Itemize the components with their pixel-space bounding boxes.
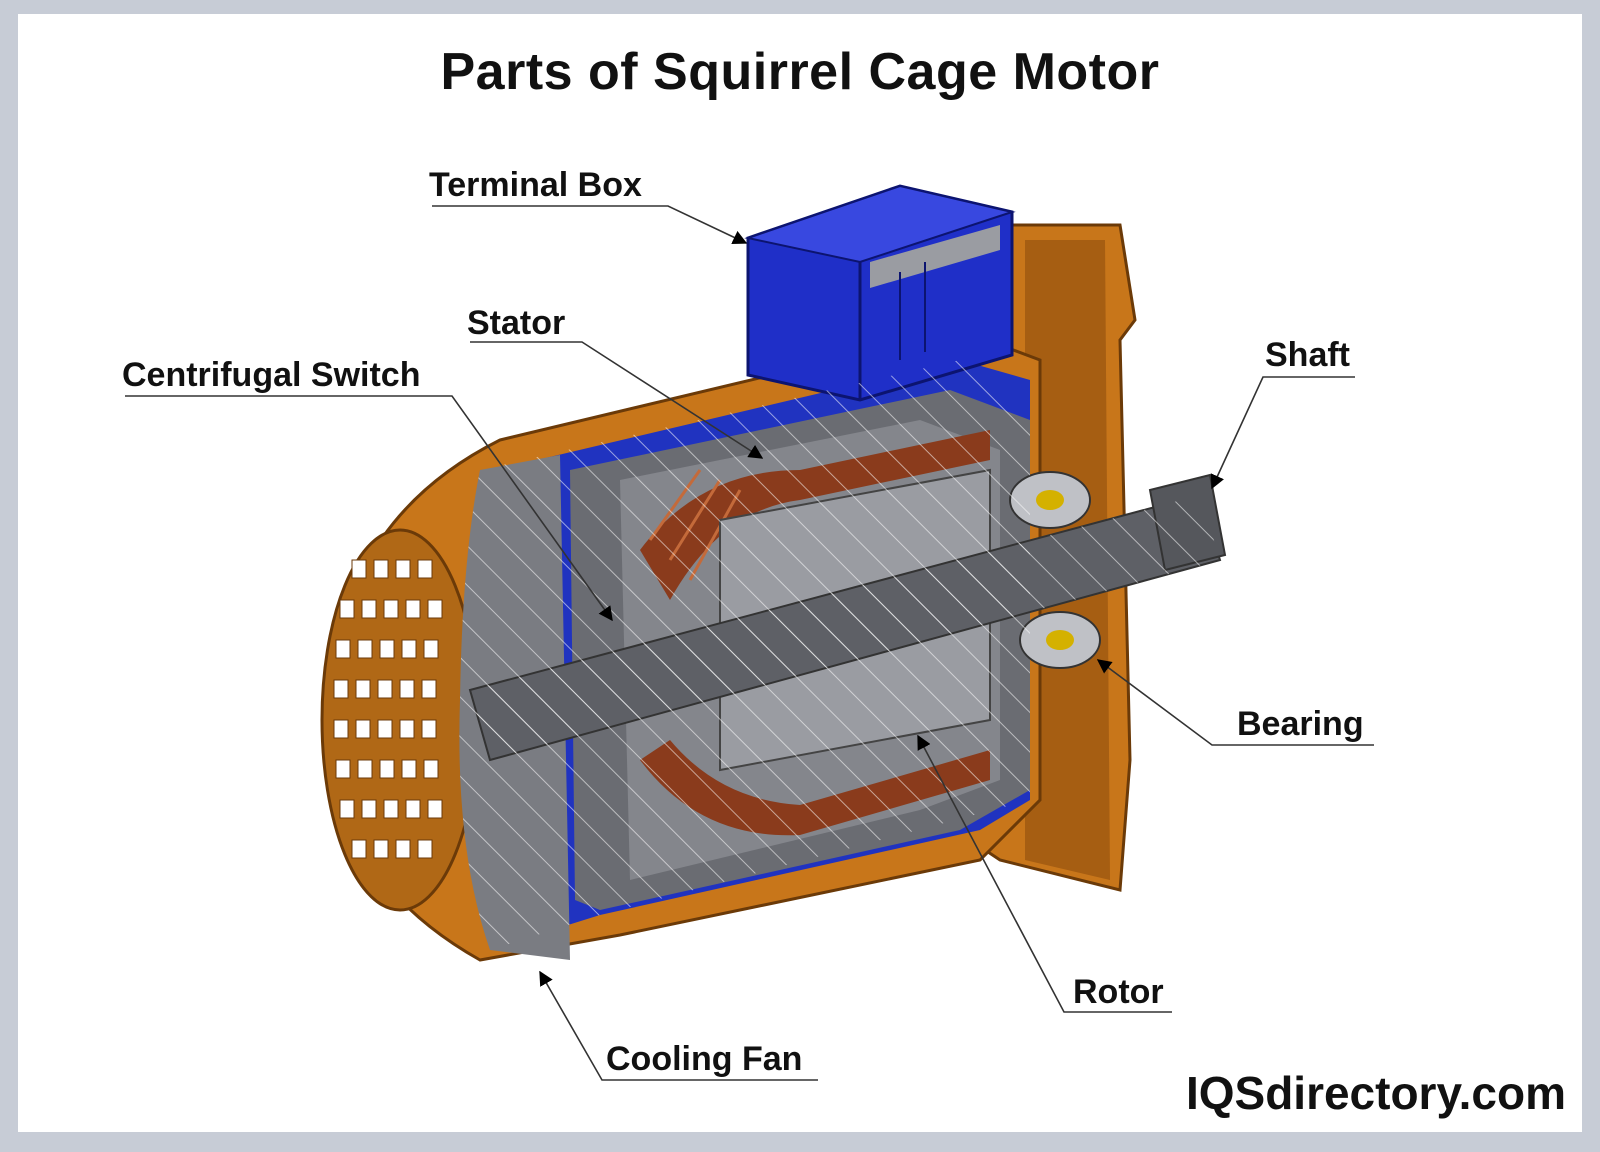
leader-cooling-fan — [539, 970, 818, 1081]
label-bearing: Bearing — [1237, 705, 1364, 743]
label-cooling-fan: Cooling Fan — [606, 1040, 803, 1078]
label-rotor: Rotor — [1073, 973, 1164, 1011]
terminal-box — [744, 184, 1016, 402]
label-centrifugal-switch: Centrifugal Switch — [122, 356, 421, 394]
diagram-title: Parts of Squirrel Cage Motor — [440, 43, 1160, 101]
label-shaft: Shaft — [1265, 336, 1350, 374]
label-terminal-box: Terminal Box — [429, 166, 642, 204]
leader-rotor — [917, 734, 1172, 1013]
leader-bearing — [1096, 659, 1374, 746]
brand-watermark: IQSdirectory.com — [1185, 1067, 1566, 1119]
leader-terminal-box — [432, 205, 748, 244]
fan-cover-grille — [320, 528, 480, 912]
leader-stator — [470, 341, 764, 459]
label-stator: Stator — [467, 304, 566, 342]
leader-shaft — [1210, 376, 1355, 490]
leader-centrifugal-switch — [125, 395, 613, 622]
leader-lines — [125, 205, 1374, 1081]
